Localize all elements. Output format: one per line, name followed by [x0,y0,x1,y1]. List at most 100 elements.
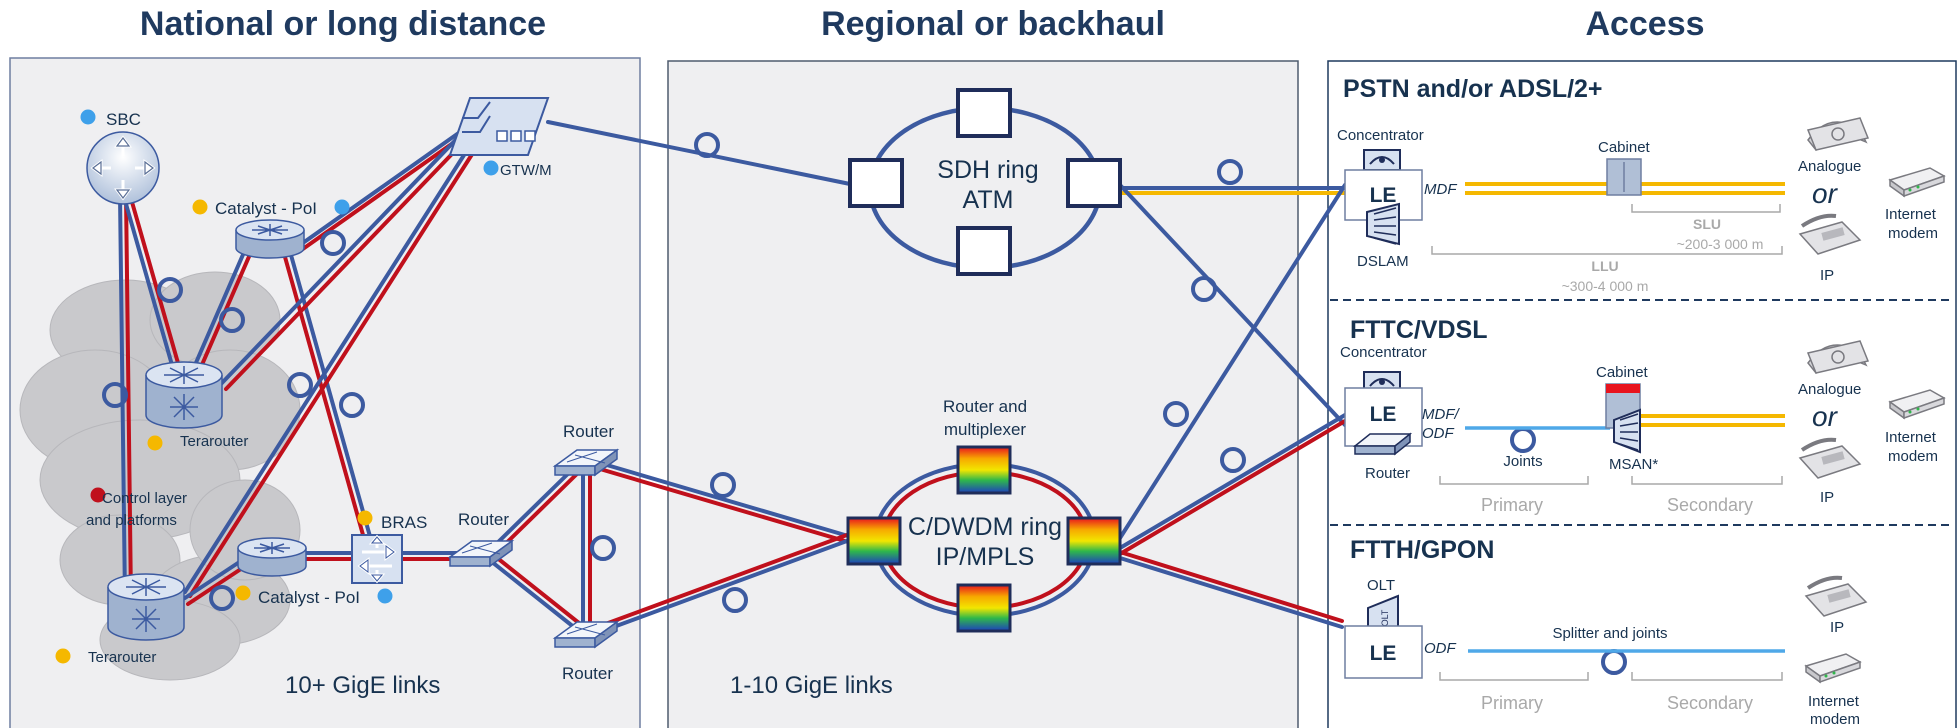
router-mid-icon[interactable] [447,539,515,568]
router-bottom-icon[interactable] [552,620,620,649]
slu-range: ~200-3 000 m [1677,236,1764,252]
dwdm-node-left[interactable] [846,516,902,566]
dwdm-node-top[interactable] [956,445,1012,495]
ftth-primary-label: Primary [1481,693,1543,713]
internet-modem-icon[interactable] [1888,389,1946,420]
bras-switch-icon[interactable] [351,534,403,584]
internet-modem-icon[interactable] [1888,167,1946,198]
status-dot-yellow [357,510,373,526]
column-title-access: Access [1585,5,1704,43]
concentrator-icon[interactable] [1363,149,1401,171]
msan-icon[interactable] [1613,408,1641,454]
fttc-or-label: or [1812,401,1839,432]
sdh-node-left[interactable] [848,158,904,208]
internet-modem-icon[interactable] [1804,653,1862,684]
fttc-modem-label: modem [1888,448,1938,465]
dwdm-node-bottom[interactable] [956,583,1012,633]
llu-bracket [1431,246,1783,255]
status-dot-yellow [147,435,163,451]
fttc-le-label: LE [1370,403,1397,426]
dslam-icon[interactable] [1366,202,1400,246]
catalyst-bottom-router-icon[interactable] [237,537,307,577]
fttc-mdf-label: MDF/ [1422,406,1460,423]
ftth-splitter-label: Splitter and joints [1552,625,1667,642]
terarouter-top-label: Terarouter [180,433,248,450]
gtw-switch-icon[interactable] [448,97,550,156]
router-top-icon[interactable] [552,448,620,477]
catalyst-bottom-label: Catalyst - PoI [258,588,360,607]
control-layer-label: Control layer [102,490,187,507]
fttc-ip-label: IP [1820,489,1834,506]
ftth-odf-label: ODF [1424,640,1457,657]
ftth-secondary-bracket [1631,672,1783,681]
fttc-msan-label: MSAN* [1609,456,1658,473]
router-icon[interactable] [1352,432,1413,456]
pstn-analogue-label: Analogue [1798,158,1861,175]
national-links-label: 10+ GigE links [285,672,440,699]
access-panel [1327,60,1957,728]
ftth-ip-label: IP [1830,619,1844,636]
fttc-cabinet-label: Cabinet [1596,364,1649,381]
fttc-concentrator-label: Concentrator [1340,344,1427,361]
ftth-section-title: FTTH/GPON [1350,536,1494,564]
status-dot-yellow [235,585,251,601]
ftth-le-label: LE [1370,642,1397,665]
multiplexer-label: Router and [943,397,1027,416]
ftth-le-box[interactable] [1344,625,1423,679]
pstn-ip-label: IP [1820,267,1834,284]
catalyst-top-label: Catalyst - PoI [215,199,317,218]
fttc-modem-label: Internet [1885,429,1937,446]
status-dot-red [90,487,106,503]
slu-bracket [1631,204,1781,213]
pstn-concentrator-label: Concentrator [1337,127,1424,144]
ftth-modem-label: modem [1810,711,1860,728]
llu-range: ~300-4 000 m [1562,278,1649,294]
sdh-node-top[interactable] [956,88,1012,138]
sdh-node-bottom[interactable] [956,226,1012,276]
router-bottom-label: Router [562,664,613,683]
fttc-section-title: FTTC/VDSL [1350,316,1488,344]
status-dot-blue [80,109,96,125]
ftth-primary-bracket [1439,672,1589,681]
ftth-modem-label: Internet [1808,693,1860,710]
pstn-section-title: PSTN and/or ADSL/2+ [1343,75,1603,103]
slu-label: SLU [1693,216,1721,232]
pstn-cabinet-label: Cabinet [1598,139,1651,156]
pstn-modem-label: Internet [1885,206,1937,223]
sdh-ring-label: ATM [963,186,1014,214]
dwdm-node-right[interactable] [1066,516,1122,566]
olt-inner-label: OLT [1380,609,1390,626]
status-dot-yellow [192,199,208,215]
ip-phone-icon[interactable] [1798,213,1862,255]
sbc-router-icon[interactable] [86,131,160,205]
ip-phone-icon[interactable] [1804,575,1868,617]
catalyst-top-router-icon[interactable] [235,219,305,259]
status-dot-yellow [55,648,71,664]
bras-label: BRAS [381,513,427,532]
sbc-label: SBC [106,110,141,129]
analogue-phone-icon[interactable] [1806,117,1870,152]
column-title-regional: Regional or backhaul [821,5,1165,43]
analogue-phone-icon[interactable] [1806,340,1870,375]
sdh-node-right[interactable] [1066,158,1122,208]
multiplexer-label: multiplexer [944,420,1027,439]
regional-links-label: 1-10 GigE links [730,672,893,699]
dwdm-ring-label: C/DWDM ring [908,513,1062,541]
pstn-modem-label: modem [1888,225,1938,242]
olt-label: OLT [1367,577,1395,594]
ftth-secondary-label: Secondary [1667,693,1753,713]
fttc-secondary-label: Secondary [1667,495,1753,515]
router-mid-label: Router [458,510,509,529]
pstn-le-label: LE [1370,184,1397,207]
ip-phone-icon[interactable] [1798,437,1862,479]
terarouter-bottom-icon[interactable] [107,573,185,641]
fttc-joints-label: Joints [1503,453,1542,470]
status-dot-blue [377,588,393,604]
llu-label: LLU [1591,258,1618,274]
router-top-label: Router [563,422,614,441]
terarouter-top-icon[interactable] [145,361,223,429]
fttc-router-label: Router [1365,465,1410,482]
cabinet-icon[interactable] [1606,158,1642,196]
dslam-label: DSLAM [1357,253,1409,270]
